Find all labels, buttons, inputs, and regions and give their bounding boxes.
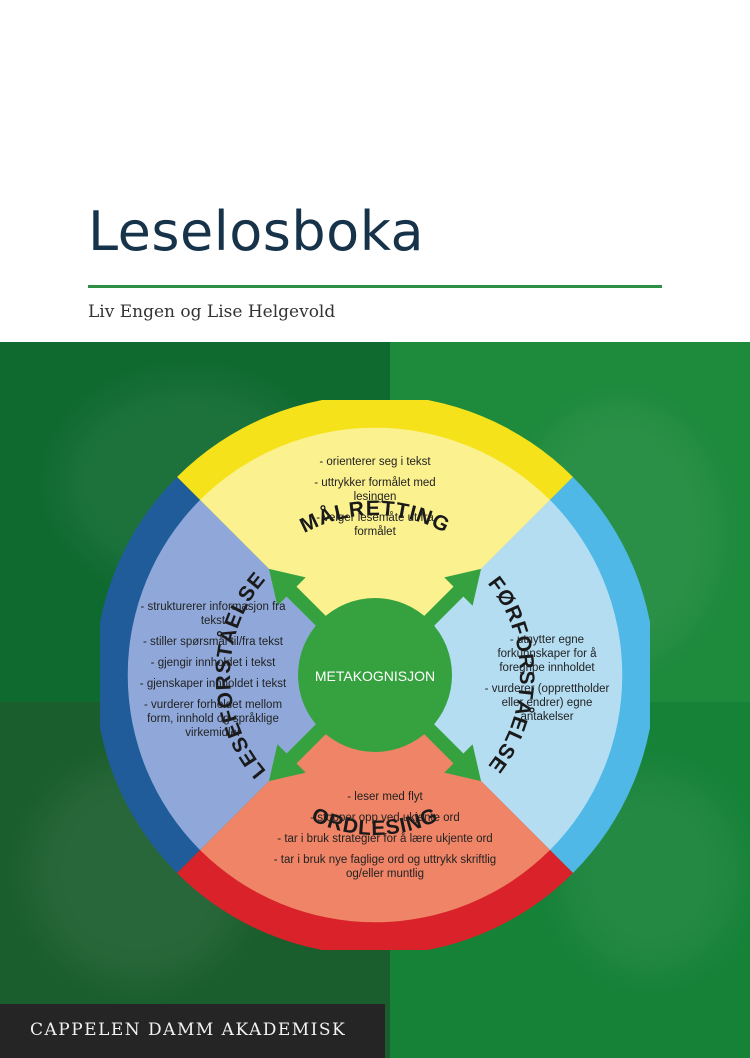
fill-bottom-segment <box>200 675 550 923</box>
left-item: - gjengir innholdet i tekst <box>150 657 276 669</box>
book-title: Leselosboka <box>88 200 425 263</box>
left-item: - stiller spørsmål til/fra tekst <box>143 636 283 648</box>
publisher-name: CAPPELEN DAMM AKADEMISK <box>30 1020 347 1040</box>
center-circle <box>298 598 452 752</box>
reading-wheel-diagram: MÅLRETTING FØRFORSTÅELSE ORDLESING LESEF… <box>100 400 650 950</box>
left-item: - strukturerer informasjon fra tekst <box>140 601 286 627</box>
right-item: - utnytter egne forkunnskaper for å fore… <box>497 634 597 674</box>
bottom-item: - leser med flyt <box>347 791 423 803</box>
segment-text-top: - orienterer seg i tekst - uttrykker for… <box>305 455 445 546</box>
book-authors: Liv Engen og Lise Helgevold <box>88 302 336 322</box>
cover-header: Leselosboka Liv Engen og Lise Helgevold <box>0 0 750 342</box>
publisher-banner: CAPPELEN DAMM AKADEMISK <box>0 1004 385 1058</box>
top-item: - velger lesemåte ut fra formålet <box>316 512 434 538</box>
right-item: - vurderer (opprettholder eller endrer) … <box>484 683 610 723</box>
left-item: - gjenskaper innholdet i tekst <box>139 678 287 690</box>
left-item: - vurderer forholdet mellom form, innhol… <box>143 699 283 739</box>
fill-right-segment <box>375 500 623 850</box>
center-label: METAKOGNISJON <box>315 668 435 684</box>
segment-text-right: - utnytter egne forkunnskaper for å fore… <box>478 633 616 731</box>
title-divider <box>88 285 662 288</box>
bottom-item: - tar i bruk nye faglige ord og uttrykk … <box>273 854 497 880</box>
bottom-item: - stopper opp ved ukjente ord <box>310 812 460 824</box>
segment-text-left: - strukturerer informasjon fra tekst - s… <box>138 600 288 747</box>
fill-left-segment <box>127 500 375 850</box>
top-item: - uttrykker formålet med lesingen <box>314 477 436 503</box>
top-item: - orienterer seg i tekst <box>319 456 431 468</box>
bottom-item: - tar i bruk strategier for å lære ukjen… <box>277 833 493 845</box>
fill-top-segment <box>200 427 550 675</box>
segment-text-bottom: - leser med flyt - stopper opp ved ukjen… <box>270 790 500 888</box>
